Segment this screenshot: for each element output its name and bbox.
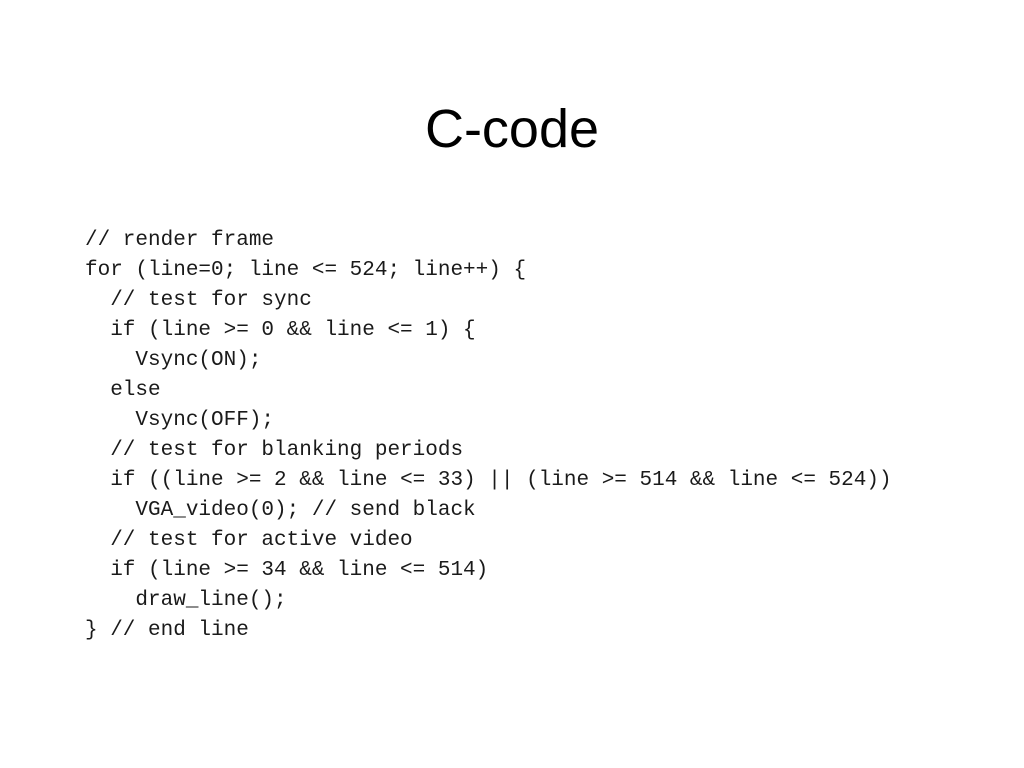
code-block: // render frame for (line=0; line <= 524;… xyxy=(85,226,965,646)
code-line: for (line=0; line <= 524; line++) { xyxy=(85,259,527,282)
code-line: // test for active video xyxy=(85,529,413,552)
code-line: VGA_video(0); // send black xyxy=(85,499,476,522)
code-line: // render frame xyxy=(85,229,275,252)
code-line: Vsync(OFF); xyxy=(85,409,275,432)
page-title: C-code xyxy=(424,99,600,159)
code-line: } // end line xyxy=(85,619,249,642)
code-line: else xyxy=(85,379,161,402)
code-line: if ((line >= 2 && line <= 33) || (line >… xyxy=(85,469,892,492)
code-line: Vsync(ON); xyxy=(85,349,262,372)
code-line: if (line >= 0 && line <= 1) { xyxy=(85,319,476,342)
code-line: if (line >= 34 && line <= 514) xyxy=(85,559,489,582)
code-line: // test for blanking periods xyxy=(85,439,464,462)
code-line: // test for sync xyxy=(85,289,312,312)
code-line: draw_line(); xyxy=(85,589,287,612)
